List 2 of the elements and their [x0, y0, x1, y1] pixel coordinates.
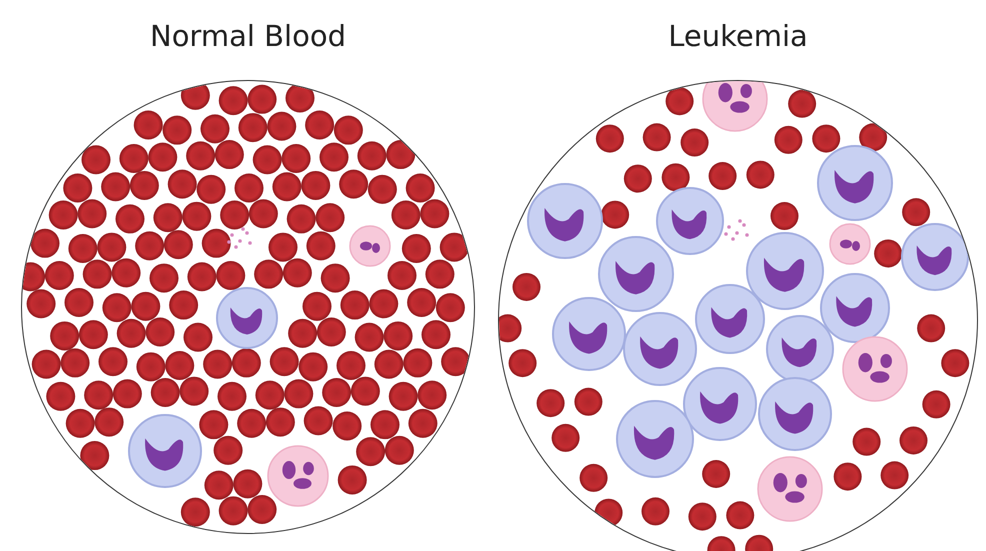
- panel-title: Leukemia: [668, 18, 808, 54]
- panel-title: Normal Blood: [150, 18, 346, 54]
